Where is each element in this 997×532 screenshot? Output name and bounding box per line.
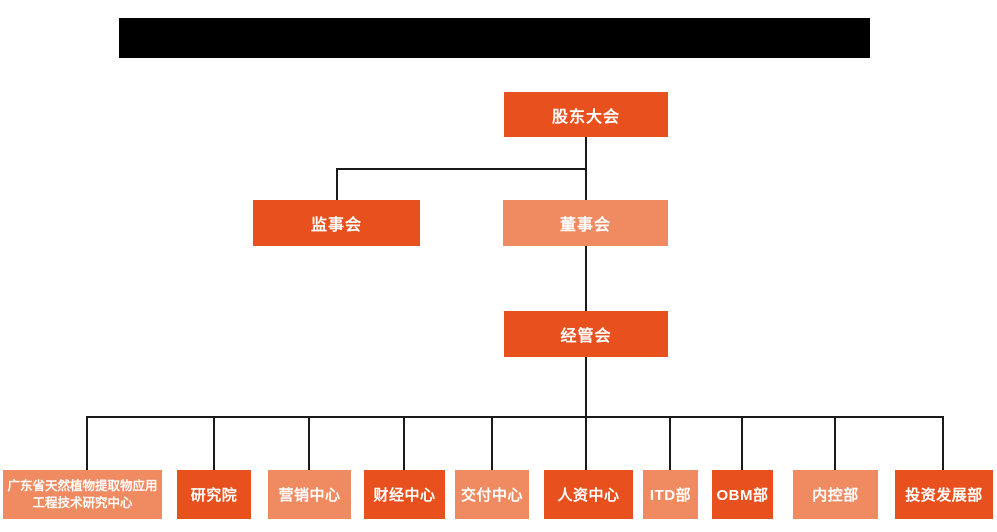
redacted-title-bar [119,18,870,58]
org-node-dept-obm: OBM部 [712,470,773,519]
org-node-dept-marketing-center: 营销中心 [268,470,351,519]
connector-management-departments [585,357,587,470]
org-node-management-committee: 经管会 [504,311,668,357]
connector-drop-dept-3 [403,416,405,470]
connector-drop-dept-9 [942,416,944,470]
connector-drop-dept-0 [86,416,88,470]
connector-drop-dept-1 [213,416,215,470]
org-node-label: 监事会 [310,217,362,234]
org-node-dept-finance-center: 财经中心 [364,470,445,519]
org-node-dept-research-center: 广东省天然植物提取物应用工程技术研究中心 [3,470,162,519]
org-node-label: 内控部 [812,487,859,504]
org-node-label: OBM部 [716,487,769,504]
org-node-label: 研究院 [190,487,238,504]
org-node-dept-research-institute: 研究院 [177,470,251,519]
org-node-label: 投资发展部 [905,487,983,504]
org-node-board-of-supervisors: 监事会 [253,200,420,246]
connector-directors-management [585,246,587,311]
org-node-label: 人资中心 [557,487,620,504]
org-node-label: 广东省天然植物提取物应用工程技术研究中心 [7,478,158,510]
connector-drop-dept-4 [491,416,493,470]
org-node-dept-delivery-center: 交付中心 [455,470,529,519]
org-node-label: 经管会 [560,328,612,345]
connector-departments-horizontal [86,416,944,418]
org-node-dept-hr-center: 人资中心 [544,470,633,519]
connector-drop-dept-2 [308,416,310,470]
org-node-dept-investment-development: 投资发展部 [895,470,993,519]
org-node-label: 交付中心 [460,487,523,504]
org-node-label: 股东大会 [551,108,620,126]
org-node-label: 财经中心 [373,487,436,504]
org-node-dept-internal-control: 内控部 [793,470,878,519]
org-node-label: ITD部 [649,487,692,504]
connector-drop-dept-7 [741,416,743,470]
connector-branch-horizontal [336,168,587,170]
org-node-shareholders-meeting: 股东大会 [504,92,668,137]
org-node-label: 董事会 [559,217,611,234]
org-node-label: 营销中心 [278,487,341,504]
connector-drop-dept-8 [834,416,836,470]
org-node-dept-itd: ITD部 [643,470,698,519]
org-node-board-of-directors: 董事会 [503,200,668,246]
connector-drop-dept-6 [669,416,671,470]
connector-branch-supervisors [336,168,338,200]
